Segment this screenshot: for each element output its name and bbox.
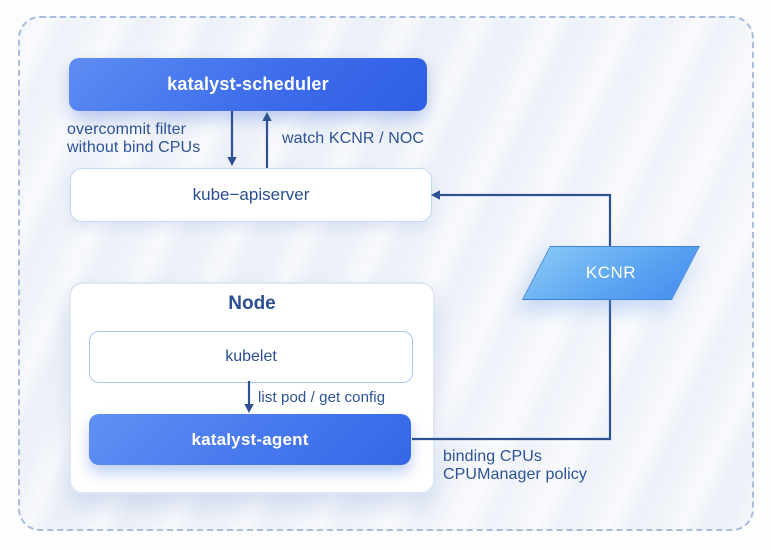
node-katalyst-scheduler: katalyst-scheduler <box>69 58 427 111</box>
node-katalyst-agent: katalyst-agent <box>89 414 411 465</box>
node-group-title: Node <box>228 293 276 314</box>
node-kcnr: KCNR <box>521 246 700 300</box>
node-kubelet: kubelet <box>89 331 413 383</box>
kubelet-label: kubelet <box>225 348 277 365</box>
katalyst-agent-label: katalyst-agent <box>191 429 309 449</box>
kcnr-label: KCNR <box>585 263 637 282</box>
node-kube-apiserver: kube−apiserver <box>70 168 432 222</box>
kube-apiserver-label: kube−apiserver <box>192 185 310 204</box>
edge-label-list-pod-get-config: list pod / get config <box>258 389 386 406</box>
katalyst-scheduler-label: katalyst-scheduler <box>167 74 329 94</box>
edge-label-watch-kcnr-noc: watch KCNR / NOC <box>282 130 425 147</box>
